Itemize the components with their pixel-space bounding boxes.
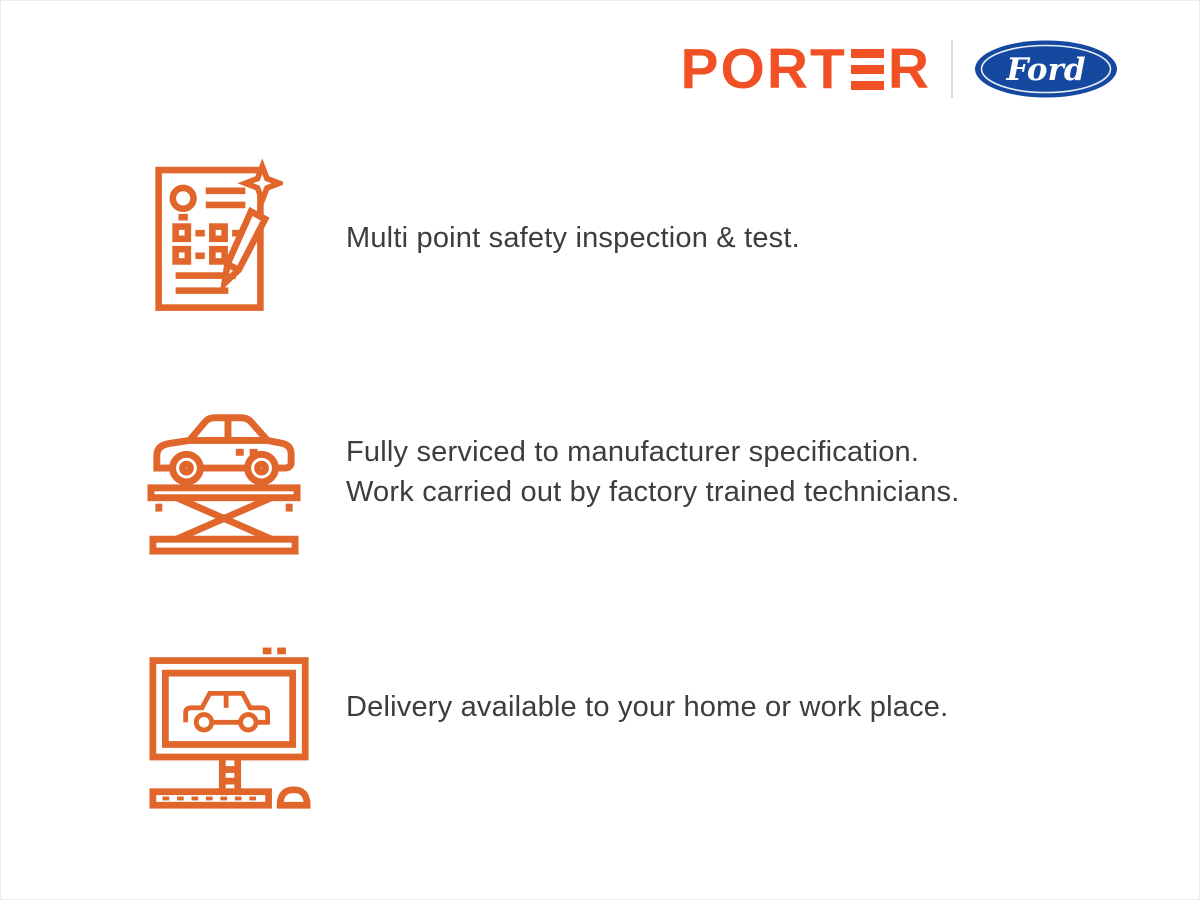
brand-divider: [951, 40, 953, 98]
ford-logo: Ford: [975, 40, 1117, 98]
feature-line: Work carried out by factory trained tech…: [346, 476, 960, 508]
feature-inspection-text: Multi point safety inspection & test.: [346, 218, 800, 258]
feature-line: Delivery available to your home or work …: [346, 691, 949, 723]
car-lift-icon: [147, 414, 301, 555]
feature-delivery-text: Delivery available to your home or work …: [346, 687, 948, 727]
porter-e-glyph: [850, 48, 884, 90]
porter-text-left: PORT: [680, 36, 847, 101]
delivery-monitor-icon: [149, 647, 311, 809]
inspection-checklist-icon: [155, 158, 283, 311]
porter-logo: PORT R: [680, 36, 931, 101]
feature-line: Fully serviced to manufacturer specifica…: [346, 436, 920, 468]
brand-header: PORT R Ford: [680, 39, 1119, 99]
feature-line: Multi point safety inspection & test.: [346, 222, 800, 254]
porter-text-right: R: [887, 36, 931, 101]
feature-servicing-text: Fully serviced to manufacturer specifica…: [346, 432, 960, 512]
ford-script-text: Ford: [1006, 52, 1086, 88]
